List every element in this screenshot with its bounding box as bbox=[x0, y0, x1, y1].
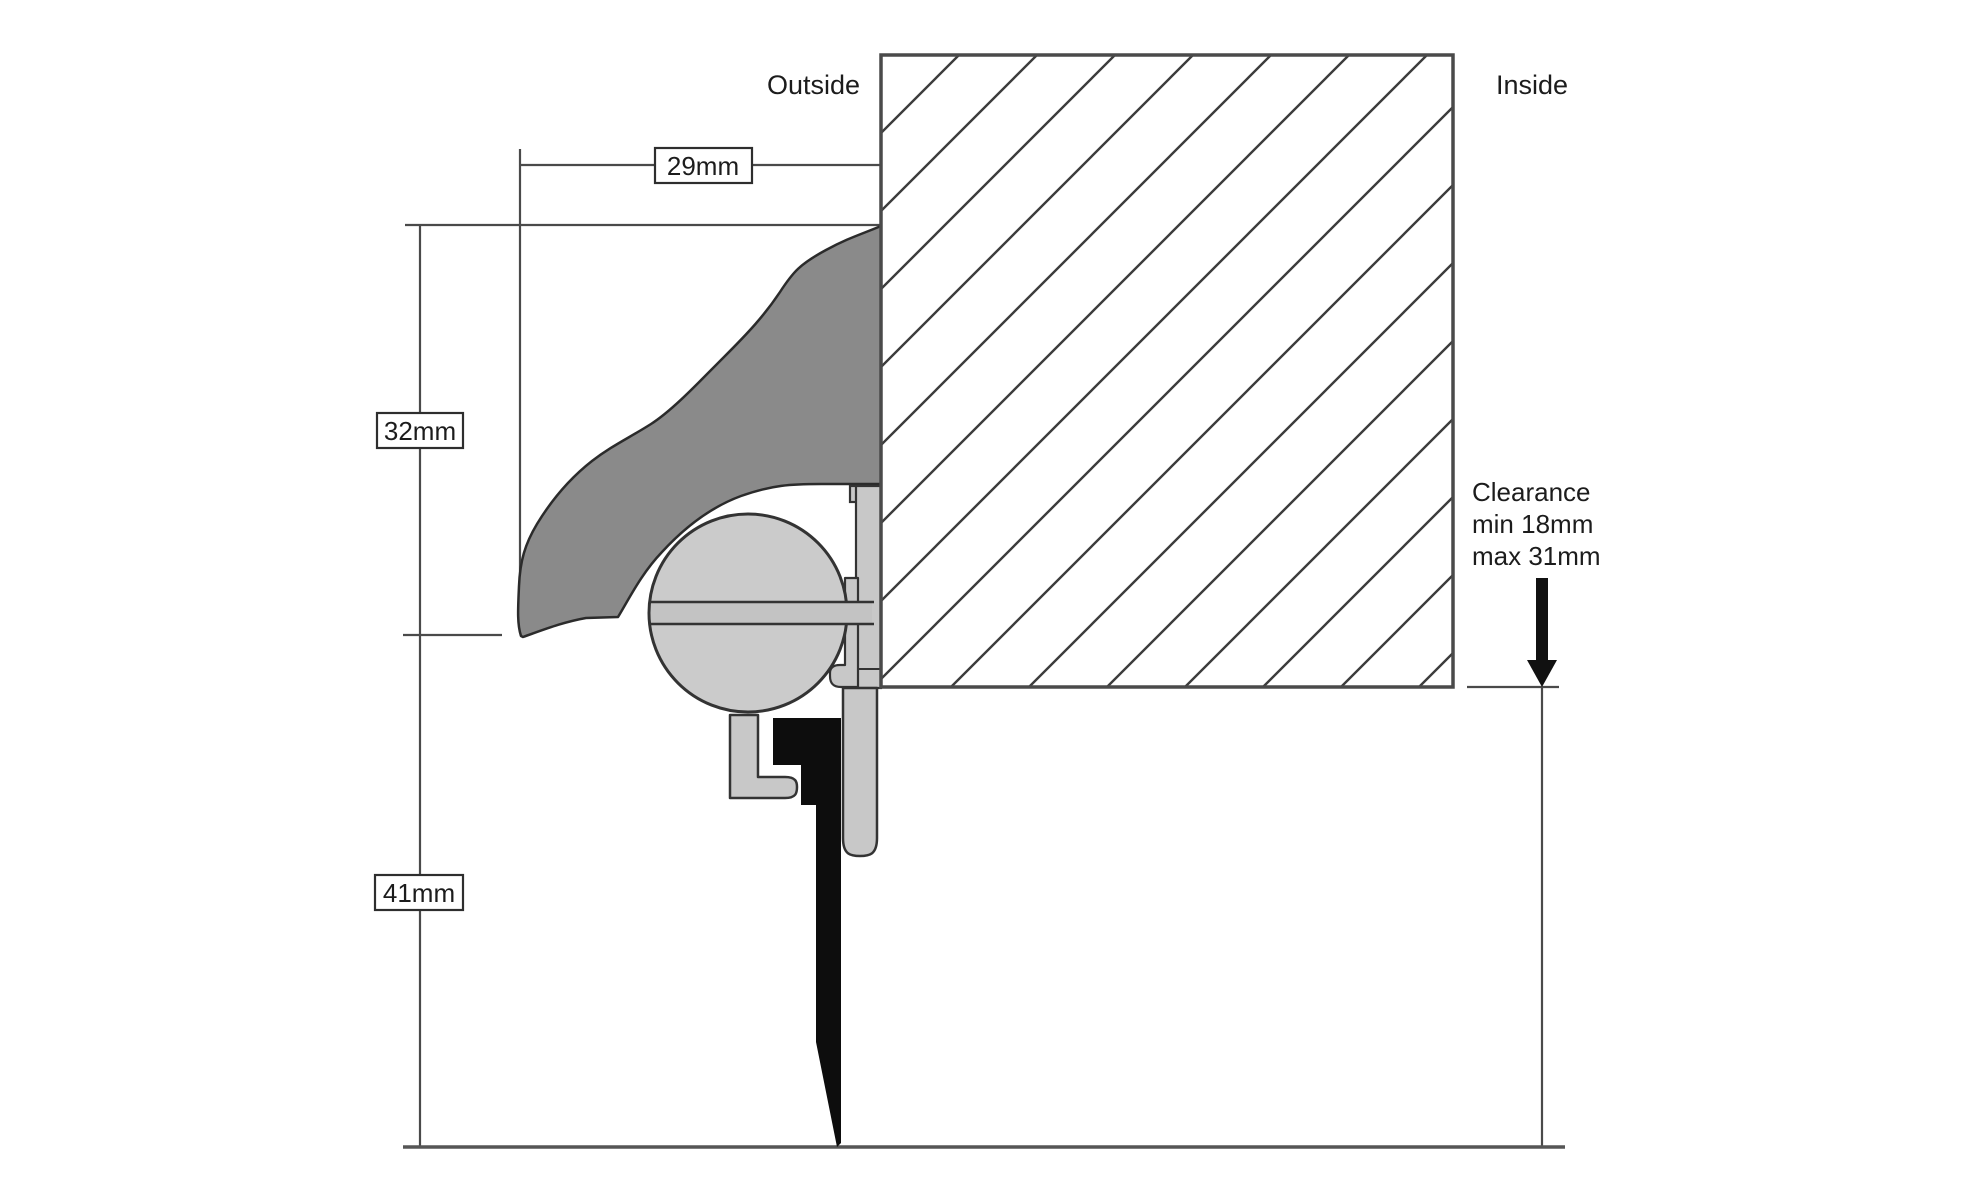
screw-slot bbox=[651, 603, 872, 623]
screw-slot-lines bbox=[650, 600, 874, 626]
dim-label-29mm: 29mm bbox=[667, 151, 739, 181]
dim-box-32mm bbox=[375, 411, 465, 450]
dim-box-41mm bbox=[373, 873, 465, 912]
seal-carrier bbox=[728, 713, 799, 800]
dim-label-41mm: 41mm bbox=[383, 878, 455, 908]
clearance-title: Clearance bbox=[1472, 477, 1591, 507]
outside-label: Outside bbox=[767, 70, 860, 100]
clearance-max: max 31mm bbox=[1472, 541, 1601, 571]
seal-blade bbox=[773, 718, 841, 1147]
clearance-min: min 18mm bbox=[1472, 509, 1593, 539]
inside-label: Inside bbox=[1496, 70, 1568, 100]
clearance-note: Clearance min 18mm max 31mm bbox=[1472, 477, 1601, 571]
dim-box-29mm bbox=[653, 146, 754, 185]
drip-deflector bbox=[516, 224, 883, 639]
dimension-lines bbox=[403, 149, 1559, 1147]
dim-label-32mm: 32mm bbox=[384, 416, 456, 446]
door-border bbox=[879, 53, 1455, 689]
fixing-plate bbox=[854, 484, 883, 690]
door-hatch-pattern bbox=[881, 55, 1453, 687]
clearance-arrow bbox=[1527, 578, 1557, 687]
dimension-boxes bbox=[373, 146, 754, 912]
hanging-retainer bbox=[841, 686, 879, 858]
